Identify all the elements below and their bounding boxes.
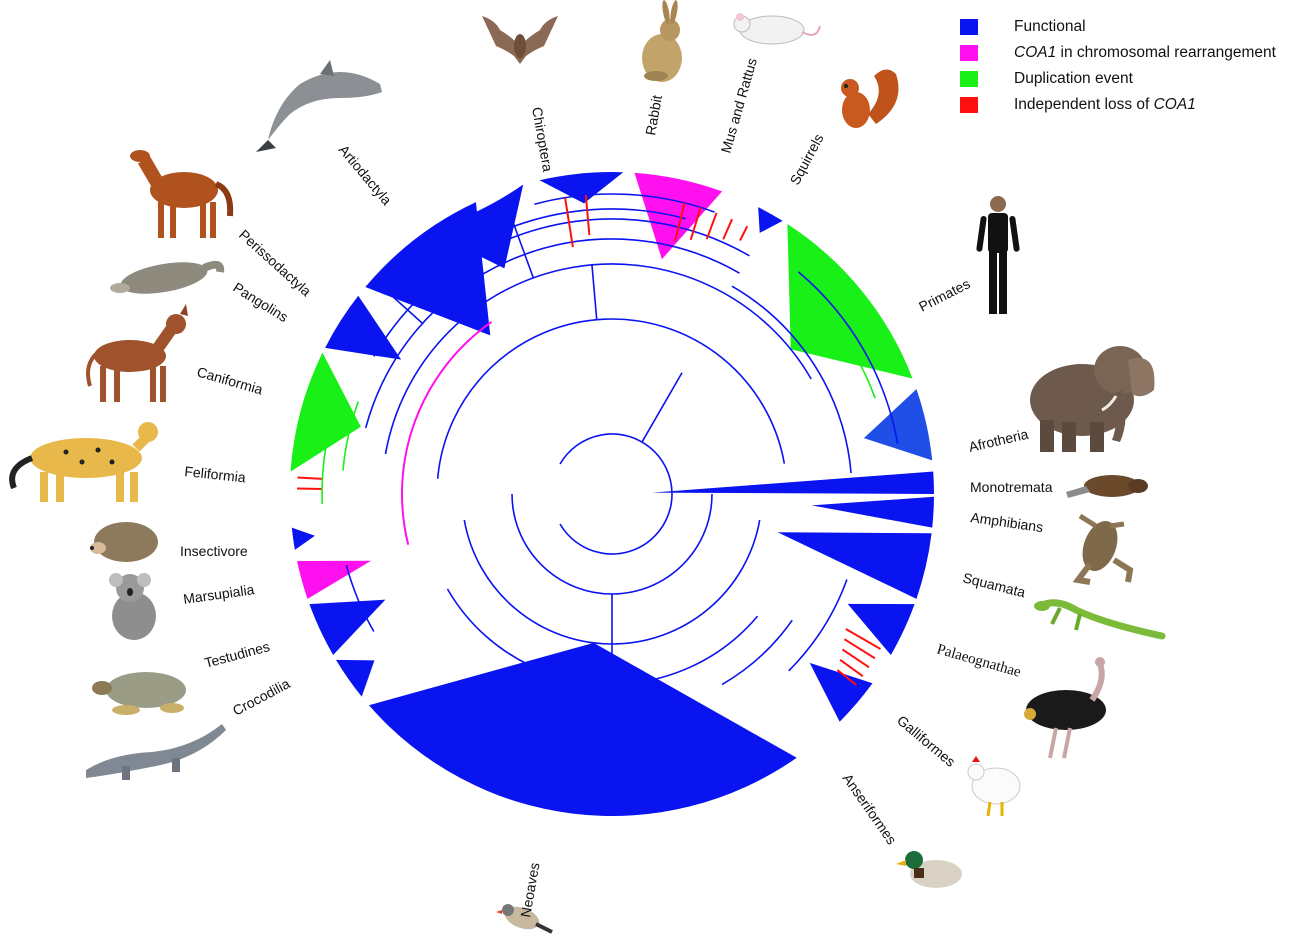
label-artiodactyla: Artiodactyla [336,142,395,208]
branch-loss-rodent [707,213,717,239]
legend-item-duplication: Duplication event [960,66,1305,92]
clade-wedge-squirrels [758,207,782,233]
label-insectivore: Insectivore [180,543,248,559]
legend-swatch-loss [960,97,978,113]
circular-tree [291,172,934,816]
branch-loss-rodent [740,226,747,240]
branch-placental-stem [592,265,597,320]
rabbit-icon [642,0,682,82]
branch-loss-rodent [723,219,732,239]
dolphin-icon [256,60,382,152]
label-crocodilia: Crocodilia [230,675,293,718]
label-galliformes: Galliformes [894,712,959,770]
bat-icon [482,16,558,64]
label-pangolins: Pangolins [230,279,291,325]
chicken-icon [968,756,1020,816]
legend: Functional COA1 in chromosomal rearrange… [960,14,1305,118]
label-mus-rattus: Mus and Rattus [718,56,760,155]
human-icon [976,196,1020,314]
clade-wedge-marsupialia [297,561,371,599]
clade-wedge-neoaves [369,643,797,816]
label-marsupialia: Marsupialia [182,581,255,607]
label-anseriformes: Anseriformes [840,771,900,848]
legend-label: Functional [1014,18,1086,36]
legend-item-rearrangement: COA1 in chromosomal rearrangement [960,40,1305,66]
turtle-icon [92,672,186,715]
hedgehog-icon [90,522,158,562]
branch-mammal-arc [438,319,785,479]
branch-loss-carnivora [297,478,322,479]
label-afrotheria: Afrotheria [967,426,1030,455]
legend-swatch-rearrangement [960,45,978,61]
label-primates: Primates [916,275,972,314]
label-rabbit: Rabbit [642,94,665,137]
branch-artio-stem [509,212,533,278]
clade-wedge-rabbit [540,172,624,203]
crocodile-icon [86,724,226,780]
branch-paleognath-arc [722,620,792,684]
branch-galloanserae-arc [789,580,847,671]
elephant-icon [1030,346,1154,452]
clade-wedge-amphibians [812,497,934,528]
lizard-icon [1034,601,1162,636]
clade-wedge-afrotheria [864,389,932,460]
label-amphibians: Amphibians [970,509,1045,535]
pangolin-icon [110,257,220,300]
label-monotremata: Monotremata [970,479,1053,495]
duck-icon [896,851,962,888]
legend-item-functional: Functional [960,14,1305,40]
mouse-icon [734,13,820,44]
clade-wedge-carnivora [291,353,361,472]
branch-mammal-stem [642,373,682,442]
branch-root-arc [560,434,672,554]
legend-swatch-duplication [960,71,978,87]
label-testudines: Testudines [203,638,272,671]
platypus-icon [1066,475,1148,498]
branch-rearrangement-arc [402,322,492,545]
legend-label: COA1 in chromosomal rearrangement [1014,44,1276,62]
label-squamata: Squamata [961,569,1027,600]
label-neoaves: Neoaves [517,861,542,918]
cheetah-icon [12,422,158,502]
clade-wedge-galliformes [810,663,873,722]
branch-amniote-arc [512,494,712,594]
koala-icon [109,573,156,640]
frog-icon [1076,516,1130,582]
horse-icon [130,150,230,238]
label-squirrels: Squirrels [787,131,827,187]
clade-wedge-primates [787,224,912,379]
legend-label: Independent loss of COA1 [1014,96,1196,114]
dog-icon [88,304,188,402]
branch-duplication-carnivora [322,444,326,504]
clade-wedge-insectivore [292,528,315,550]
ostrich-icon [1024,657,1106,758]
clade-wedge-monotremata [652,472,934,494]
label-chiroptera: Chiroptera [529,106,556,173]
clade-wedge-pangolins [325,296,401,360]
label-palaeognathae: Palaeognathae [935,641,1023,680]
clade-wedge-squamata [778,532,932,599]
label-caniformia: Caniformia [195,364,265,398]
clade-wedge-crocodilia [336,660,374,697]
branch-loss-rabbit [586,195,589,235]
legend-item-loss: Independent loss of COA1 [960,92,1305,118]
clade-wedge-testudines [309,600,385,655]
squirrel-icon [841,69,899,128]
label-feliformia: Feliformia [184,463,247,485]
legend-label: Duplication event [1014,70,1133,88]
clade-wedge-artiodactyla [365,202,490,335]
legend-swatch-functional [960,19,978,35]
